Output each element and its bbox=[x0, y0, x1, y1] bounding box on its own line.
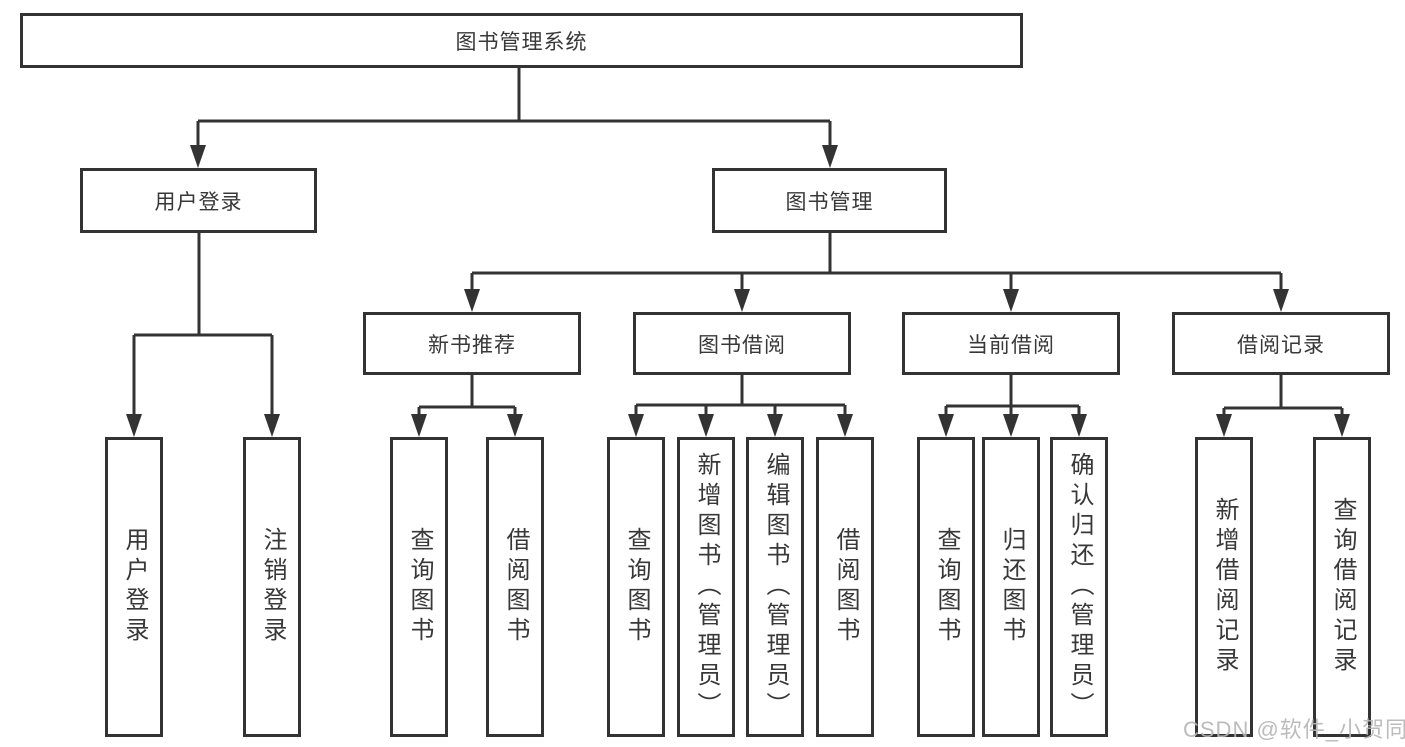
node-label: 借阅图书 bbox=[832, 527, 859, 647]
leaf-logout: 注销登录 bbox=[243, 437, 301, 737]
node-label: 用户登录 bbox=[154, 190, 243, 214]
node-label: 借阅图书 bbox=[502, 527, 529, 647]
node-label: 查询图书 bbox=[933, 527, 960, 647]
node-label: 用户登录 bbox=[121, 527, 148, 647]
leaf-query-books-current: 查询图书 bbox=[917, 437, 975, 737]
node-label: 新书推荐 bbox=[428, 333, 516, 357]
node-label: 查询图书 bbox=[623, 527, 650, 647]
node-label: 查询借阅记录 bbox=[1329, 497, 1356, 677]
leaf-confirm-return-admin: 确认归还（管理员） bbox=[1050, 437, 1108, 737]
leaf-edit-books-admin: 编辑图书（管理员） bbox=[746, 437, 804, 737]
connector-book-management-to-level3 bbox=[464, 233, 1289, 312]
leaf-query-books-borrowing: 查询图书 bbox=[607, 437, 665, 737]
node-label: 借阅记录 bbox=[1237, 333, 1325, 357]
leaf-add-books-admin: 新增图书（管理员） bbox=[677, 437, 735, 737]
node-label: 新增借阅记录 bbox=[1211, 497, 1238, 677]
leaf-return-books: 归还图书 bbox=[982, 437, 1040, 737]
node-label: 归还图书 bbox=[998, 527, 1025, 647]
connector-new-book-recommend-to-leaves bbox=[411, 375, 523, 437]
node-label: 当前借阅 bbox=[967, 333, 1055, 357]
connector-current-borrowing-to-leaves bbox=[938, 375, 1087, 437]
connector-root-to-level2 bbox=[190, 68, 838, 168]
leaf-add-borrow-record: 新增借阅记录 bbox=[1195, 437, 1253, 737]
leaf-query-books-recommend: 查询图书 bbox=[390, 437, 448, 737]
watermark: CSDN @软件_小贺同学 bbox=[1183, 717, 1405, 742]
node-label: 编辑图书（管理员） bbox=[762, 452, 789, 722]
leaf-user-login: 用户登录 bbox=[105, 437, 163, 737]
connector-user-login-to-leaves bbox=[126, 233, 280, 437]
node-label: 确认归还（管理员） bbox=[1066, 452, 1093, 722]
node-current-borrowing: 当前借阅 bbox=[902, 312, 1120, 375]
leaf-query-borrow-record: 查询借阅记录 bbox=[1313, 437, 1371, 737]
node-label: 注销登录 bbox=[259, 527, 286, 647]
node-borrowing-records: 借阅记录 bbox=[1172, 312, 1390, 375]
node-user-login: 用户登录 bbox=[80, 168, 317, 233]
node-label: 查询图书 bbox=[406, 527, 433, 647]
node-label: 图书管理 bbox=[785, 190, 874, 214]
leaf-borrow-books-borrowing: 借阅图书 bbox=[816, 437, 874, 737]
connector-borrowing-records-to-leaves bbox=[1216, 375, 1350, 437]
node-book-borrowing: 图书借阅 bbox=[633, 312, 851, 375]
node-label: 图书管理系统 bbox=[455, 30, 588, 54]
node-new-book-recommend: 新书推荐 bbox=[363, 312, 581, 375]
node-book-management: 图书管理 bbox=[712, 168, 947, 233]
connector-book-borrowing-to-leaves bbox=[628, 375, 853, 437]
leaf-borrow-books-recommend: 借阅图书 bbox=[486, 437, 544, 737]
node-label: 图书借阅 bbox=[698, 333, 786, 357]
node-label: 新增图书（管理员） bbox=[693, 452, 720, 722]
node-library-management-system: 图书管理系统 bbox=[20, 13, 1023, 68]
